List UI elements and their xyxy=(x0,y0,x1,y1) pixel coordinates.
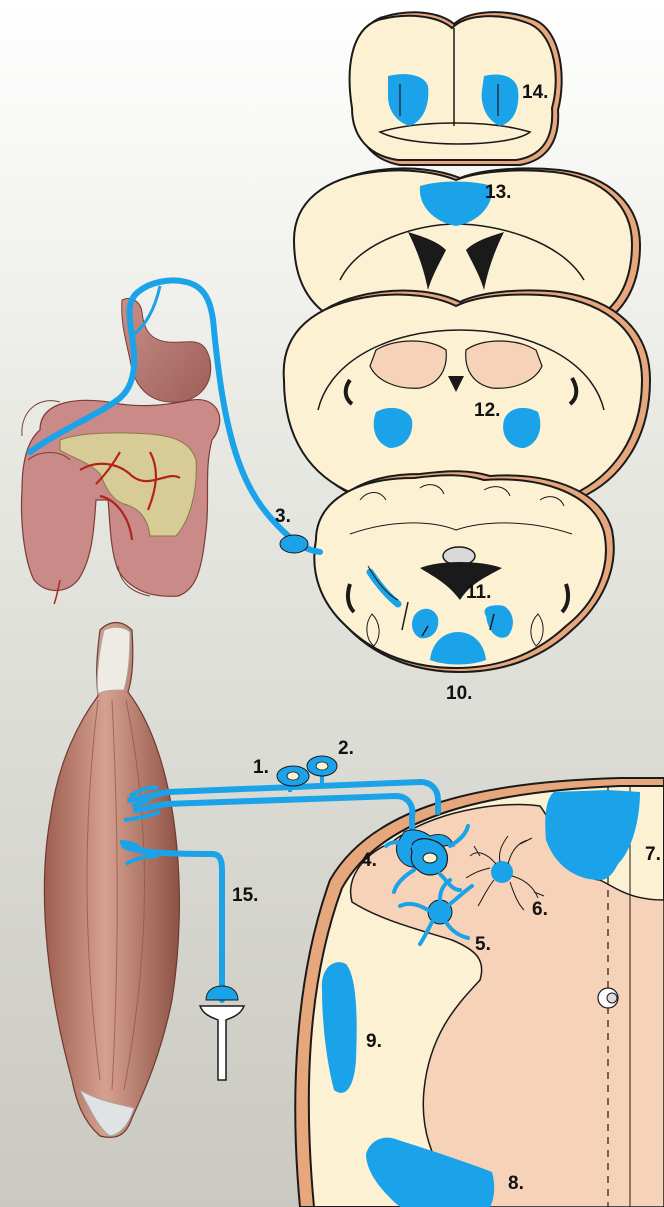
label-2: 2. xyxy=(338,738,354,759)
label-12: 12. xyxy=(474,400,500,421)
label-1: 1. xyxy=(253,757,269,778)
label-4: 4. xyxy=(361,850,377,871)
label-3: 3. xyxy=(275,506,291,527)
label-9: 9. xyxy=(366,1031,382,1052)
neuron-6-icon xyxy=(491,861,513,883)
label-15: 15. xyxy=(232,885,258,906)
label-5: 5. xyxy=(475,934,491,955)
label-6: 6. xyxy=(532,899,548,920)
label-13: 13. xyxy=(485,182,511,203)
label-7: 7. xyxy=(645,844,661,865)
label-8: 8. xyxy=(508,1173,524,1194)
brain-section-thalamic xyxy=(284,290,650,498)
label-11: 11. xyxy=(466,582,491,603)
label-14: 14. xyxy=(522,82,548,103)
label-10: 10. xyxy=(446,683,472,704)
nodose-ganglion-icon xyxy=(280,535,308,553)
